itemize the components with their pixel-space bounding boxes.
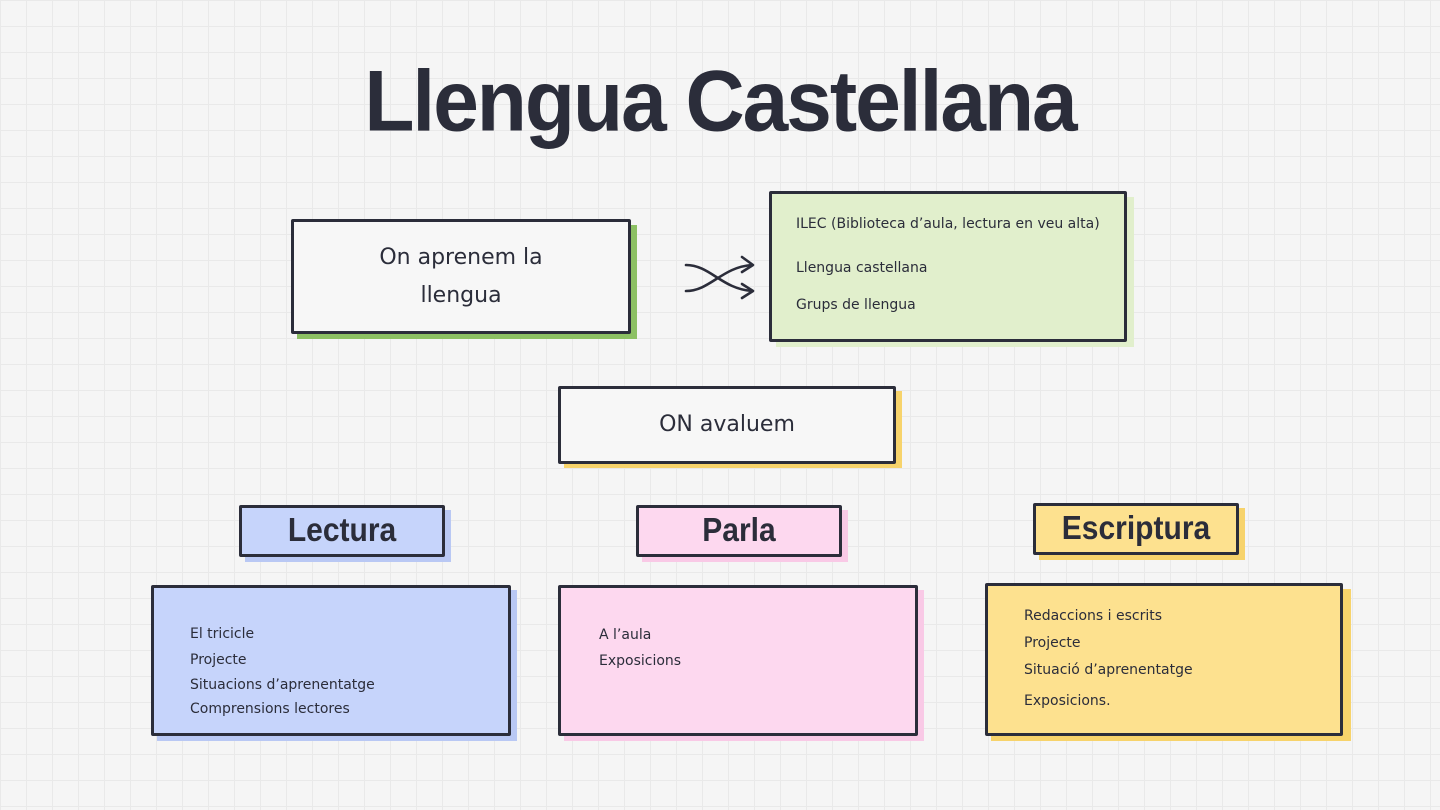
list-item: Situacions d’aprenentatge — [190, 677, 375, 693]
on-avaluem-box: ON avaluem — [558, 386, 896, 464]
list-item: Comprensions lectores — [190, 701, 350, 717]
where-list-box: ILEC (Biblioteca d’aula, lectura en veu … — [769, 191, 1127, 342]
on-avaluem-label: ON avaluem — [659, 412, 795, 437]
list-item: Exposicions. — [1024, 693, 1111, 709]
list-item: Redaccions i escrits — [1024, 608, 1163, 624]
list-item: Situació d’aprenentatge — [1024, 662, 1193, 678]
parla-list: A l’aula Exposicions — [561, 588, 915, 669]
header-parla: Parla — [636, 505, 842, 557]
header-escriptura: Escriptura — [1033, 503, 1239, 555]
list-item: A l’aula — [599, 627, 652, 643]
list-item: Exposicions — [599, 653, 682, 669]
list-item: ILEC (Biblioteca d’aula, lectura en veu … — [796, 216, 1100, 232]
list-item: Llengua castellana — [796, 260, 928, 276]
where-list: ILEC (Biblioteca d’aula, lectura en veu … — [772, 194, 1124, 313]
crossing-arrows-icon — [684, 255, 755, 300]
list-item: El tricicle — [190, 626, 255, 642]
header-lectura: Lectura — [239, 505, 445, 557]
parla-list-box: A l’aula Exposicions — [558, 585, 918, 736]
lectura-list: El tricicle Projecte Situacions d’aprene… — [154, 588, 508, 717]
list-item: Grups de llengua — [796, 297, 916, 313]
escriptura-list-box: Redaccions i escrits Projecte Situació d… — [985, 583, 1343, 736]
header-label: Lectura — [287, 512, 397, 549]
escriptura-list: Redaccions i escrits Projecte Situació d… — [988, 586, 1340, 709]
on-aprenem-label: On aprenem la llengua — [379, 244, 543, 308]
lectura-list-box: El tricicle Projecte Situacions d’aprene… — [151, 585, 511, 736]
on-aprenem-box: On aprenem la llengua — [291, 219, 631, 334]
header-label: Parla — [702, 512, 776, 549]
page-title: Llengua Castellana — [364, 53, 1077, 150]
list-item: Projecte — [1024, 635, 1081, 651]
header-label: Escriptura — [1061, 510, 1211, 547]
list-item: Projecte — [190, 652, 247, 668]
